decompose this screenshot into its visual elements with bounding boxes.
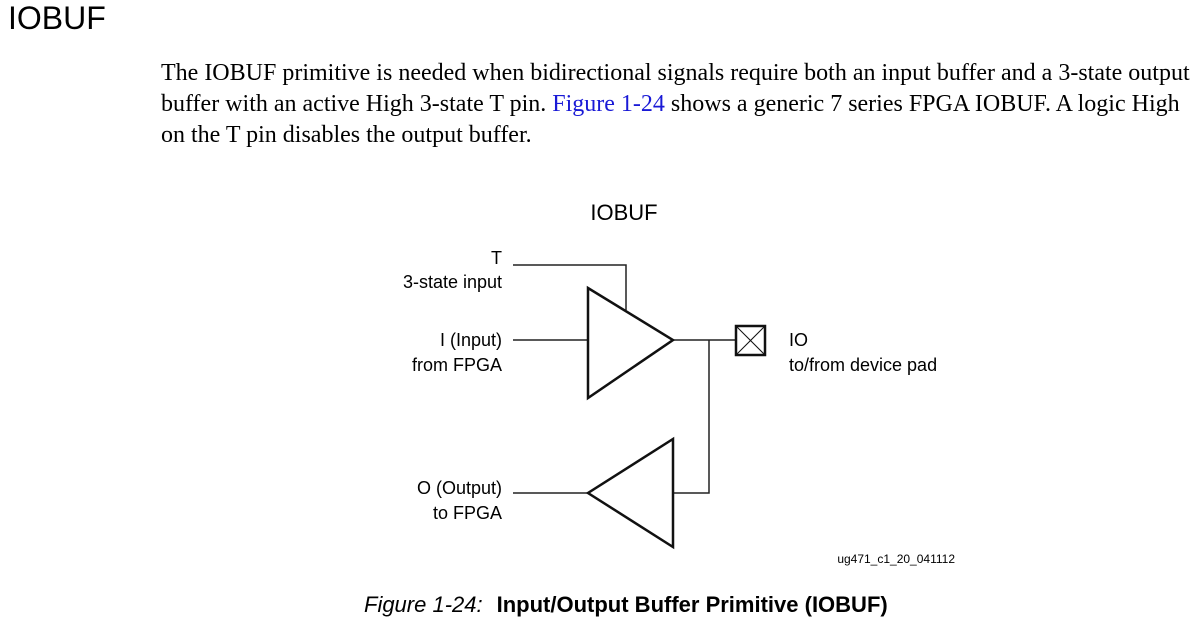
- feedback-wire: [673, 340, 710, 494]
- output-buffer-triangle: [586, 285, 676, 401]
- i-label: I (Input): [440, 330, 502, 350]
- figure-link[interactable]: Figure 1-24: [552, 91, 665, 117]
- input-buffer-triangle: [585, 436, 675, 550]
- t-label: T: [491, 248, 502, 268]
- caption-number: Figure 1-24:: [364, 592, 483, 617]
- i-sub-label: from FPGA: [412, 355, 502, 375]
- io-sub-label: to/from device pad: [789, 355, 937, 375]
- io-label: IO: [789, 330, 808, 350]
- o-label: O (Output): [417, 478, 502, 498]
- pad-icon: [734, 324, 767, 357]
- figure-id: ug471_c1_20_041112: [837, 552, 955, 566]
- figure-caption: Figure 1-24: Input/Output Buffer Primitiv…: [364, 592, 888, 618]
- diagram-title: IOBUF: [590, 200, 657, 225]
- section-title: IOBUF: [8, 0, 106, 36]
- body-paragraph: The IOBUF primitive is needed when bidir…: [161, 58, 1191, 151]
- wires: [513, 264, 736, 494]
- t-wire: [513, 264, 627, 310]
- t-sub-label: 3-state input: [403, 272, 502, 292]
- caption-title: Input/Output Buffer Primitive (IOBUF): [496, 592, 888, 617]
- paragraph-text: The IOBUF primitive is needed when bidir…: [161, 60, 1190, 117]
- o-sub-label: to FPGA: [433, 503, 502, 523]
- paragraph-text-end: shows a generic 7 series FPGA IOBUF. A l…: [161, 91, 1180, 148]
